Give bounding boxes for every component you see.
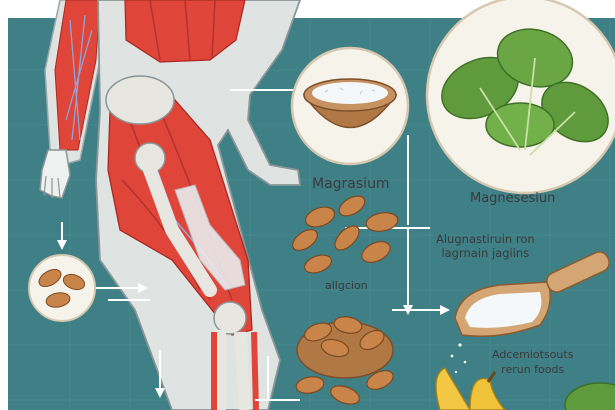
label-alugnastiruin-line2: lagrnain jagiins [441,246,530,260]
label-adcemiotsouts-line1: Adcemiotsouts [492,348,574,361]
bananas [435,367,506,410]
label-allgcion: allgcion [325,279,368,292]
label-magnesesiun: Magnesesiun [470,191,556,206]
almond-bowl [295,316,394,405]
salt-bowl [290,46,410,166]
spinach-leaves [425,0,615,195]
label-adcemiotsouts: Adcemiotsouts rerun foods [492,347,573,377]
label-adcemiotsouts-line2: rerun foods [501,363,565,376]
almonds-top [292,195,399,274]
label-magrasium: Magrasium [312,176,390,192]
salt-scoop [446,251,610,384]
leg-illustration [95,0,302,410]
spinach-leaf-bottom [564,382,615,410]
almond-circle-left [28,254,96,322]
label-alugnastiruin: Alugnastiruin ron lagrnain jagiins [436,232,535,260]
label-alugnastiruin-line1: Alugnastiruin ron [436,232,535,246]
